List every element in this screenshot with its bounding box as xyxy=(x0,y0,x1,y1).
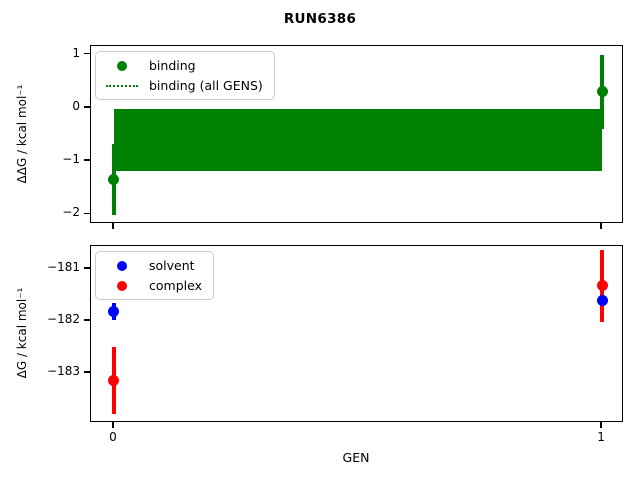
legend-item-binding-all-gens: binding (all GENS) xyxy=(104,78,263,93)
bottom-y-axis-label: ΔG / kcal mol⁻¹ xyxy=(15,287,29,379)
bottom-axes: solvent complex xyxy=(90,245,623,422)
top-y-axis-label: ΔΔG / kcal mol⁻¹ xyxy=(15,84,29,184)
y-tick-label: 0 xyxy=(72,98,80,113)
legend-label-binding: binding xyxy=(149,58,196,73)
solvent-point xyxy=(108,306,120,318)
x-tick-mark xyxy=(112,223,114,229)
solvent-point xyxy=(596,295,608,307)
complex-marker-icon xyxy=(117,280,127,291)
binding-all-gens-dotted-line-icon xyxy=(106,84,138,87)
y-tick-mark xyxy=(84,159,90,161)
complex-point xyxy=(108,375,120,387)
bottom-legend: solvent complex xyxy=(95,251,214,300)
legend-item-solvent: solvent xyxy=(104,258,202,273)
y-tick-label: 1 xyxy=(72,45,80,60)
y-tick-mark xyxy=(84,319,90,321)
y-tick-label: −2 xyxy=(62,205,80,220)
x-axis-label: GEN xyxy=(342,450,370,465)
x-tick-label: 1 xyxy=(597,430,605,444)
y-tick-mark xyxy=(84,105,90,108)
y-tick-label: −181 xyxy=(47,260,80,275)
legend-item-binding: binding xyxy=(104,58,263,73)
legend-label-solvent: solvent xyxy=(149,258,195,273)
top-axes: binding binding (all GENS) xyxy=(90,45,623,223)
y-tick-label: −183 xyxy=(47,363,80,378)
top-legend: binding binding (all GENS) xyxy=(95,51,275,100)
x-tick-mark xyxy=(600,223,602,229)
legend-label-binding-all-gens: binding (all GENS) xyxy=(149,78,263,93)
binding-point xyxy=(108,174,120,186)
y-tick-mark xyxy=(84,212,90,215)
binding-point xyxy=(596,86,608,98)
x-tick-mark xyxy=(600,422,602,428)
x-tick-mark xyxy=(112,422,114,428)
y-tick-mark xyxy=(84,52,90,55)
solvent-marker-icon xyxy=(117,260,127,271)
x-tick-label: 0 xyxy=(109,430,117,444)
y-tick-mark xyxy=(84,267,90,270)
y-tick-label: −182 xyxy=(47,312,80,327)
complex-point xyxy=(596,280,608,292)
figure-title: RUN6386 xyxy=(283,11,357,27)
y-tick-mark xyxy=(84,370,90,373)
legend-item-complex: complex xyxy=(104,278,202,293)
y-tick-label: −1 xyxy=(62,152,80,167)
legend-label-complex: complex xyxy=(149,278,202,293)
binding-all-gens--band xyxy=(113,109,603,171)
binding-marker-icon xyxy=(117,60,127,71)
